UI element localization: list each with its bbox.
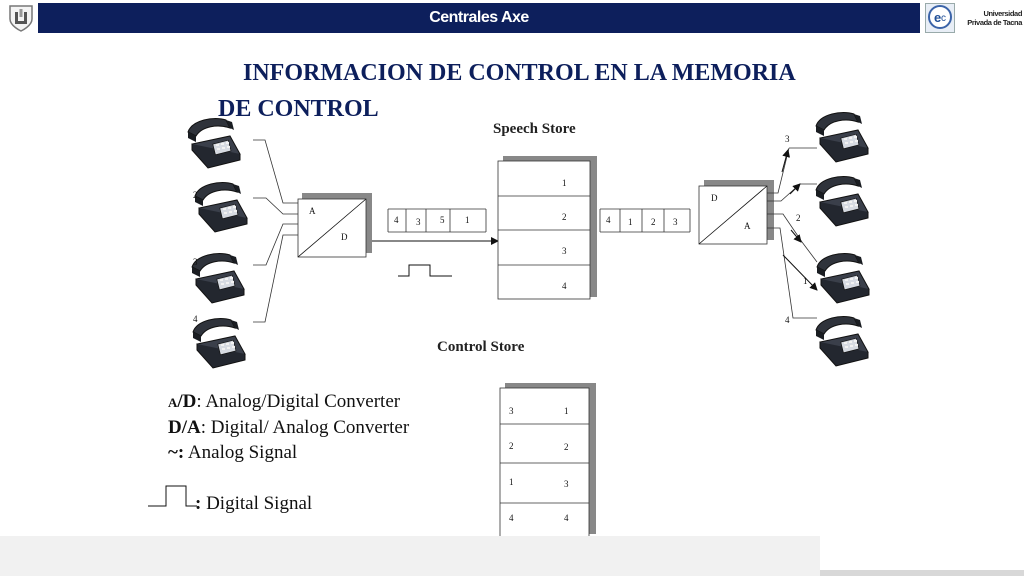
speech-cell-4: 4: [562, 281, 567, 291]
phone-icon-right-3: [816, 253, 870, 304]
right-phone-number-2: 2: [796, 213, 801, 223]
speech-cell-2: 2: [562, 212, 567, 222]
speech-cell-3: 3: [562, 246, 567, 256]
ec-logo: e c: [925, 3, 955, 33]
digital-signal-symbol-icon: [148, 485, 197, 507]
footer-strip: [820, 570, 1024, 576]
control-row-3-left: 1: [509, 477, 514, 487]
line-right-1: [767, 147, 790, 194]
slide-title-line1: INFORMACION DE CONTROL EN LA MEMORIA: [243, 60, 796, 86]
line-right-4: [767, 227, 817, 319]
legend-analog-key: ~:: [168, 442, 185, 463]
header-title: Centrales Axe: [429, 9, 529, 26]
control-row-4-left: 4: [509, 513, 514, 523]
line-left-4: [253, 234, 298, 323]
phone-icon-right-2: [815, 176, 869, 227]
phone-icon-right-4: [815, 316, 869, 367]
legend-digital-key: :: [195, 493, 202, 514]
da-converter-top-label: D: [711, 193, 718, 203]
legend-ad-text: : Analog/Digital Converter: [196, 391, 401, 412]
control-row-2-right: 2: [564, 442, 569, 452]
right-phone-number-4: 4: [785, 315, 790, 325]
line-left-1: [253, 139, 298, 204]
legend-analog-text: Analog Signal: [184, 442, 298, 463]
left-phone-number-3: 3: [193, 257, 198, 267]
legend-digital: : Digital Signal: [195, 493, 312, 515]
output-slot-4: 3: [673, 217, 678, 227]
legend-ad-prefix: A: [168, 395, 178, 410]
legend-ad: A/D: Analog/Digital Converter: [168, 391, 400, 413]
right-phone-number-3: 3: [785, 134, 790, 144]
legend-da-text: : Digital/ Analog Converter: [200, 417, 410, 438]
left-phone-number-2: 2: [193, 190, 198, 200]
control-row-3-right: 3: [564, 479, 569, 489]
control-row-2-left: 2: [509, 441, 514, 451]
speech-cell-1: 1: [562, 178, 567, 188]
right-phone-number-1: 1: [803, 276, 808, 286]
input-slot-2: 3: [416, 217, 421, 227]
university-shield-logo: [8, 4, 34, 32]
control-store-label: Control Store: [437, 339, 525, 355]
output-slot-1: 4: [606, 215, 611, 225]
line-right-3: [767, 213, 803, 243]
phone-icon-left-1: [187, 118, 241, 169]
svg-text:e: e: [934, 10, 941, 25]
control-row-1-right: 1: [564, 406, 569, 416]
ad-converter-top-label: A: [309, 206, 316, 216]
output-slot-3: 2: [651, 217, 656, 227]
speech-store-label: Speech Store: [493, 121, 576, 137]
legend-da: D/A: Digital/ Analog Converter: [168, 417, 409, 439]
left-phone-number-4: 4: [193, 314, 198, 324]
input-slot-1: 4: [394, 215, 399, 225]
phone-icon-left-2: [194, 182, 248, 233]
university-name-line1: Universidad: [983, 9, 1022, 18]
input-slot-4: 1: [465, 215, 470, 225]
da-converter-bottom-label: A: [744, 221, 751, 231]
line-left-3: [253, 223, 298, 266]
control-row-4-right: 4: [564, 513, 569, 523]
legend-digital-text: Digital Signal: [201, 493, 313, 514]
input-slot-3: 5: [440, 215, 445, 225]
slide-title-line2: DE CONTROL: [218, 96, 379, 122]
phone-icon-right-1: [815, 112, 869, 163]
digital-pulse-icon: [398, 264, 452, 277]
university-name: Universidad Privada de Tacna: [958, 9, 1022, 27]
line-left-2: [253, 197, 298, 215]
university-name-line2: Privada de Tacna: [967, 18, 1022, 27]
ad-converter-bottom-label: D: [341, 232, 348, 242]
control-row-1-left: 3: [509, 406, 514, 416]
phone-icon-left-4: [192, 318, 246, 369]
svg-text:c: c: [941, 13, 946, 24]
output-slot-2: 1: [628, 217, 633, 227]
legend-da-key: D/A: [168, 417, 201, 438]
header-bar: Centrales Axe: [38, 3, 920, 33]
footer-bar: [0, 536, 820, 576]
phone-icon-left-3: [191, 253, 245, 304]
legend-analog: ~: Analog Signal: [168, 442, 297, 464]
legend-ad-key: /D: [177, 391, 197, 412]
